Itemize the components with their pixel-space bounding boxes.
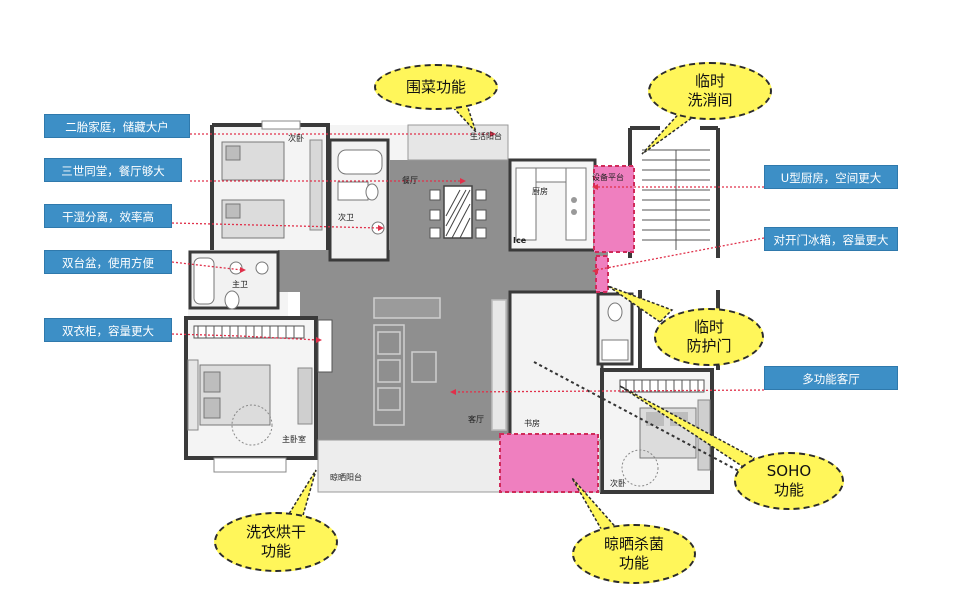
room-label-study: 书房 <box>524 419 540 428</box>
pink-zones <box>499 165 635 493</box>
pointer-arrows <box>171 133 765 393</box>
room-label-second-bedroom-bottom: 次卧 <box>610 479 626 488</box>
callout-double-wardrobe: 双衣柜，容量更大 <box>44 318 172 342</box>
study-room <box>508 290 604 444</box>
wardrobe-strip <box>309 139 323 231</box>
bedroom-bottom-right <box>600 368 714 494</box>
master-bedroom <box>184 316 318 473</box>
room-label-drying-balcony: 晾晒阳台 <box>330 473 362 482</box>
callout-dining: 三世同堂，餐厅够大 <box>44 158 182 182</box>
room-label-living: 客厅 <box>468 415 484 424</box>
room-label-equipment-platform: 设备平台 <box>592 173 624 182</box>
room-label-dining: 餐厅 <box>402 176 418 185</box>
soho-dashes <box>533 361 753 479</box>
pink-zone-sterilize <box>499 433 599 493</box>
room-label-fridge: Ice <box>513 236 527 245</box>
room-label-second-bedroom-top: 次卧 <box>288 134 304 143</box>
bubble-protect-door: 临时 防护门 <box>654 308 764 366</box>
service-balcony <box>407 124 509 161</box>
living-furniture <box>373 297 507 431</box>
bubble-laundry: 洗衣烘干 功能 <box>214 512 338 572</box>
room-label-service-balcony: 生活阳台 <box>470 132 502 141</box>
kitchen-block <box>508 158 597 252</box>
bubble-tails <box>282 101 755 535</box>
bubble-sterilize: 晾晒杀菌 功能 <box>572 524 696 584</box>
arrow-heads <box>240 131 598 395</box>
room-label-kitchen: 厨房 <box>532 187 548 196</box>
pink-zone-door <box>595 255 609 293</box>
room-label-secondary-bath: 次卫 <box>338 213 354 222</box>
master-bathroom <box>188 250 280 310</box>
bubble-garden: 围菜功能 <box>374 64 498 110</box>
room-label-master-bedroom: 主卧室 <box>282 435 306 444</box>
callout-double-basin: 双台盆，使用方便 <box>44 250 172 274</box>
bedroom-top-left <box>210 123 330 250</box>
callout-storage: 二胎家庭，储藏大户 <box>44 114 190 138</box>
bubble-disinfect: 临时 洗消间 <box>648 62 772 120</box>
callout-dry-wet: 干湿分离，效率高 <box>44 204 172 228</box>
pink-zone-disinfect <box>593 165 635 253</box>
dining-table <box>429 185 487 239</box>
window-top <box>261 120 301 130</box>
right-bathroom <box>596 292 634 366</box>
callout-u-kitchen: U型厨房，空间更大 <box>764 165 898 189</box>
callout-multi-living: 多功能客厅 <box>764 366 898 390</box>
twin-beds <box>221 141 285 239</box>
room-label-master-bath: 主卫 <box>232 280 248 289</box>
secondary-bathroom <box>328 138 390 262</box>
callout-fridge: 对开门冰箱，容量更大 <box>764 227 898 251</box>
master-wardrobe <box>317 319 333 373</box>
bubble-soho: SOHO 功能 <box>734 452 844 510</box>
stairwell <box>628 126 720 258</box>
